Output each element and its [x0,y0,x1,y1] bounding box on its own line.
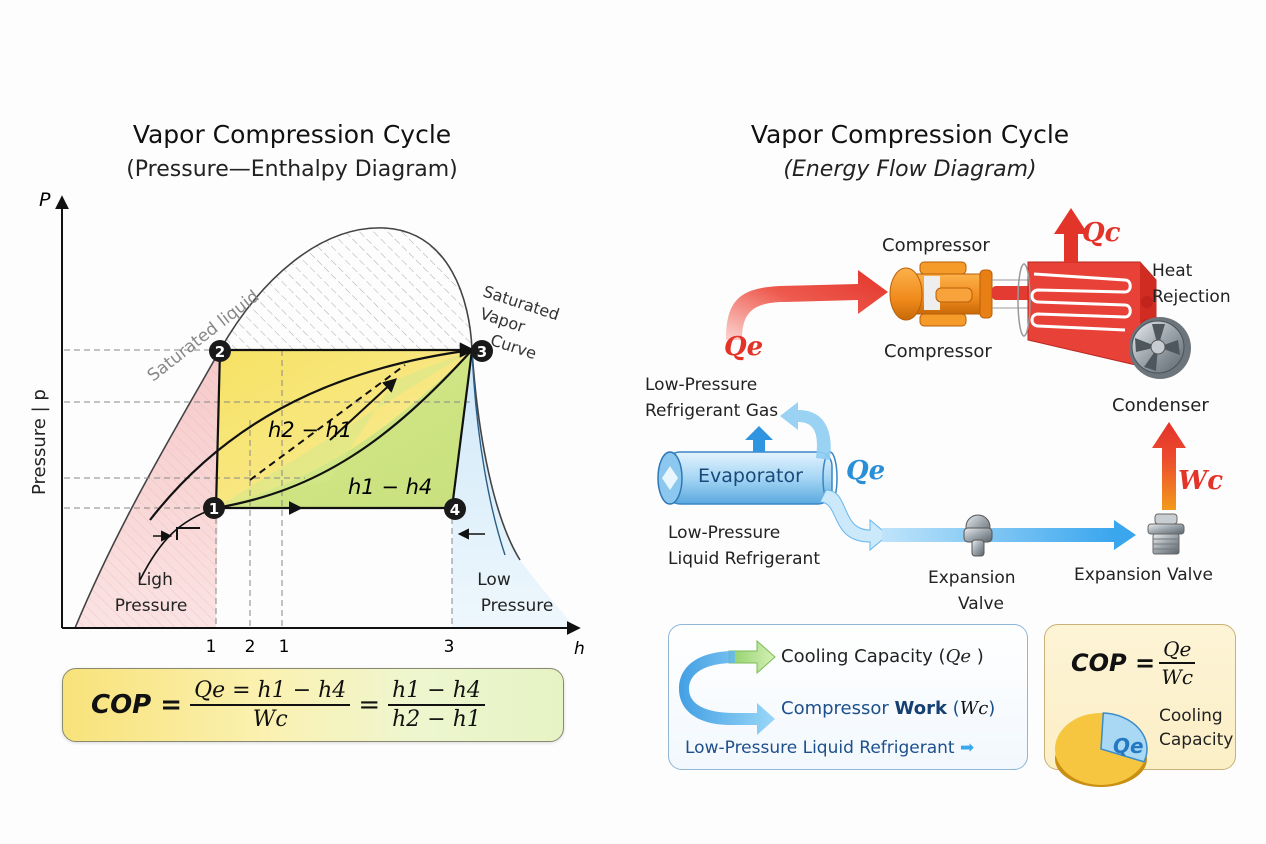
high-pressure-label-1: Ligh [137,570,173,590]
liquid-outflow-arrow [819,489,889,552]
state-point-1: 1 [203,497,225,519]
svg-text:Curve: Curve [488,330,539,363]
compressor-label-bottom: Compressor [884,341,992,362]
cop-equals: = [358,690,381,720]
right-title: Vapor Compression Cycle [750,120,1070,149]
cop-pie-card: COP = Qe Wc Qe Cooling Capacity [1044,624,1236,787]
pie-caption-1: Cooling [1159,706,1223,726]
x-tick: 1 [206,637,217,657]
cop2-fraction: Qe Wc [1159,637,1196,689]
right-subtitle: (Energy Flow Diagram) [783,157,1037,182]
qc-label: Qc [1082,218,1121,248]
x-axis-symbol: h [574,639,585,659]
x-tick: 3 [444,637,455,657]
qe-red-label: Qe [724,332,764,362]
legend-cooling-capacity: Cooling Capacity (Qe ) [781,646,984,667]
work-label: h2 − h1 [268,418,352,442]
wc-label: Wc [1178,466,1224,496]
cop-fraction-2: h1 − h4 h2 − h1 [388,678,485,732]
liquid-label-2: Liquid Refrigerant [668,549,820,569]
low-pressure-label-2: Pressure [481,596,554,616]
expansion-valve-1-icon [963,514,993,557]
cop-fraction-1: Qe = h1 − h4 Wc [190,678,351,732]
pie-slice-remaining [1055,713,1144,785]
svg-text:1: 1 [209,500,219,518]
qe-heat-arrow [726,270,888,340]
cop-equation-box: COP = Qe = h1 − h4 Wc = h1 − h4 h2 − h1 [62,668,564,742]
expansion-valve-2-label: Expansion Valve [1074,565,1213,585]
x-tick: 1 [279,637,290,657]
compressor-label-top: Compressor [882,235,990,256]
small-arrow-icon: ➡ [960,738,975,758]
low-pressure-region [452,350,575,628]
two-phase-dome [220,227,472,350]
expansion-valve-1-label-2: Valve [958,594,1004,614]
state-point-3: 3 [471,340,493,362]
qe-absorb-arrow [780,402,831,460]
gas-label-2: Refrigerant Gas [645,401,779,421]
heat-rejection-label-2: Rejection [1152,287,1231,307]
evaporator-icon [657,451,838,505]
y-axis-label: Pressure | p [29,389,50,495]
svg-text:3: 3 [477,343,487,361]
refrigeration-region [216,350,472,508]
refrigerant-line [882,528,1114,542]
evaporator-label: Evaporator [698,465,803,487]
expansion-valve-2-icon [1147,513,1185,555]
high-pressure-label-2: Pressure [115,596,188,616]
liquid-label-1: Low-Pressure [668,523,781,543]
low-pressure-label-1: Low [477,570,511,590]
gas-up-arrow [745,426,773,452]
legend-flow-arrow-icon [679,639,776,735]
ph-diagram: 2 3 1 4 P Pressure | p h 1 2 1 3 Saturat… [29,189,585,659]
legend-box: Cooling Capacity (Qe ) Compressor Work (… [668,624,1028,770]
cop-lhs: COP = [91,690,183,720]
svg-text:4: 4 [450,501,460,519]
state-point-2: 2 [209,340,231,362]
x-tick: 2 [245,637,256,657]
flow-arrowhead [1114,520,1136,550]
expansion-valve-1-label-1: Expansion [928,568,1016,588]
pie-slice-cooling [1100,712,1148,763]
wc-work-arrow [1152,422,1186,510]
left-subtitle: (Pressure—Enthalpy Diagram) [126,157,458,182]
gas-label-1: Low-Pressure [645,375,758,395]
qe-blue-label: Qe [846,456,886,486]
state-point-4: 4 [444,498,466,520]
svg-text:2: 2 [215,343,225,361]
left-title: Vapor Compression Cycle [132,120,452,149]
refrigeration-label: h1 − h4 [348,475,432,499]
pie-qe-label: Qe [1113,734,1144,758]
legend-compressor-work: Compressor Work (Wc) [781,698,996,719]
qc-heat-arrow [1054,208,1088,262]
cop2-lhs: COP = [1071,649,1156,677]
y-axis-symbol: P [39,189,51,211]
energy-flow-diagram [657,208,1191,557]
condenser-label: Condenser [1112,395,1209,416]
pie-caption-2: Capacity [1159,730,1234,750]
cooling-pie-chart: Qe [1055,712,1148,787]
legend-liquid-refrigerant: Low-Pressure Liquid Refrigerant ➡ [685,738,975,758]
heat-rejection-label-1: Heat [1152,261,1193,281]
fan-icon [1129,317,1191,379]
